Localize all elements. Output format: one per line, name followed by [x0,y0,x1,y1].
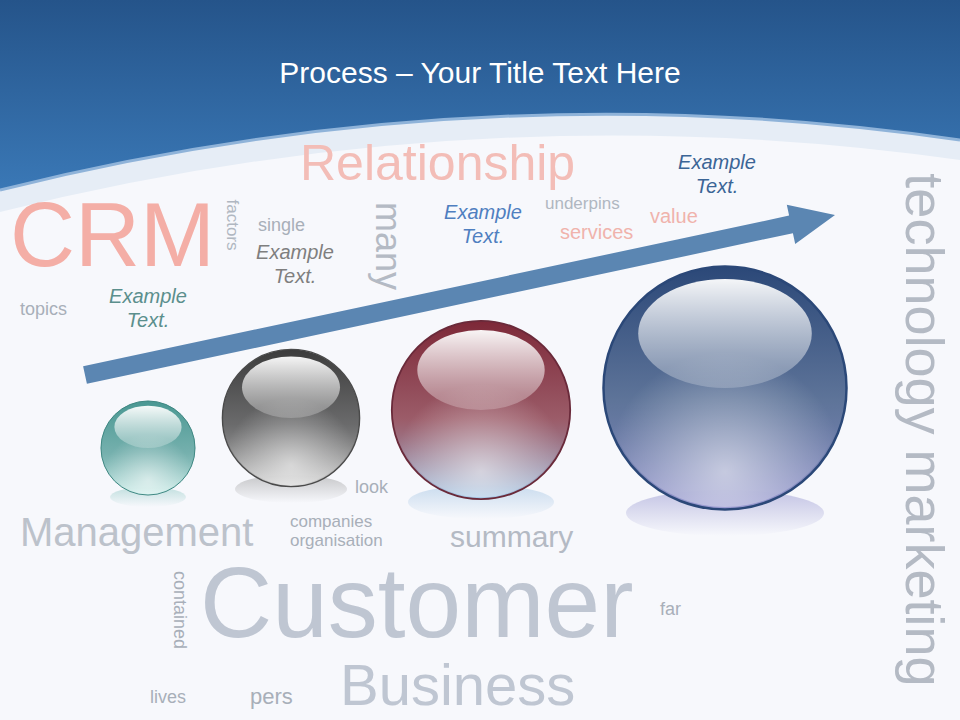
watermark-word: lives [150,688,186,706]
sphere-body [101,401,195,495]
watermark-word: Relationship [300,138,575,188]
sphere-glow [606,269,844,507]
sphere-node: Example Text. [390,319,572,501]
sphere-node: Example Text. [100,400,196,496]
glass-sphere [390,319,572,501]
watermark-word: single [258,216,305,234]
sphere-node: Example Text. [601,264,849,512]
watermark-word: summary [450,522,573,552]
watermark-word: organisation [290,532,383,549]
sphere-glow [394,323,569,498]
sphere-node: Example Text. [221,348,361,488]
sphere-highlight [114,406,181,448]
sphere-caption: Example Text. [245,240,345,288]
slide-title: Process – Your Title Text Here [0,58,960,88]
watermark-word: far [660,600,681,618]
glass-sphere [601,264,849,512]
watermark-word: look [355,478,388,496]
header-edge [0,114,960,190]
sphere-highlight [417,330,544,410]
watermark-word: services [560,222,633,242]
watermark-word: topics [20,300,67,318]
watermark-word: Customer [200,552,633,652]
watermark-word: technology marketing [898,173,952,686]
sphere-glow [224,351,358,485]
watermark-word: factors [224,199,241,250]
glass-sphere [100,400,196,496]
sphere-body [603,266,846,509]
sphere-highlight [242,356,340,418]
watermark-word: Management [20,512,253,552]
watermark-word: underpins [545,195,620,212]
watermark-word: pers [250,686,293,708]
sphere-body [222,349,359,486]
watermark-word: many [370,202,406,290]
watermark-word: Business [340,656,575,714]
watermark-word: value [650,206,698,226]
glass-sphere [221,348,361,488]
sphere-caption: Example Text. [433,200,533,248]
header-band [0,0,960,190]
sphere-body [392,321,570,499]
sphere-glow [102,402,194,494]
sphere-highlight [638,279,812,388]
sphere-caption: Example Text. [667,150,767,198]
sphere-caption: Example Text. [98,284,198,332]
watermark-word: companies [290,513,372,530]
watermark-word: contained [171,571,189,649]
watermark-word: CRM [10,190,215,280]
